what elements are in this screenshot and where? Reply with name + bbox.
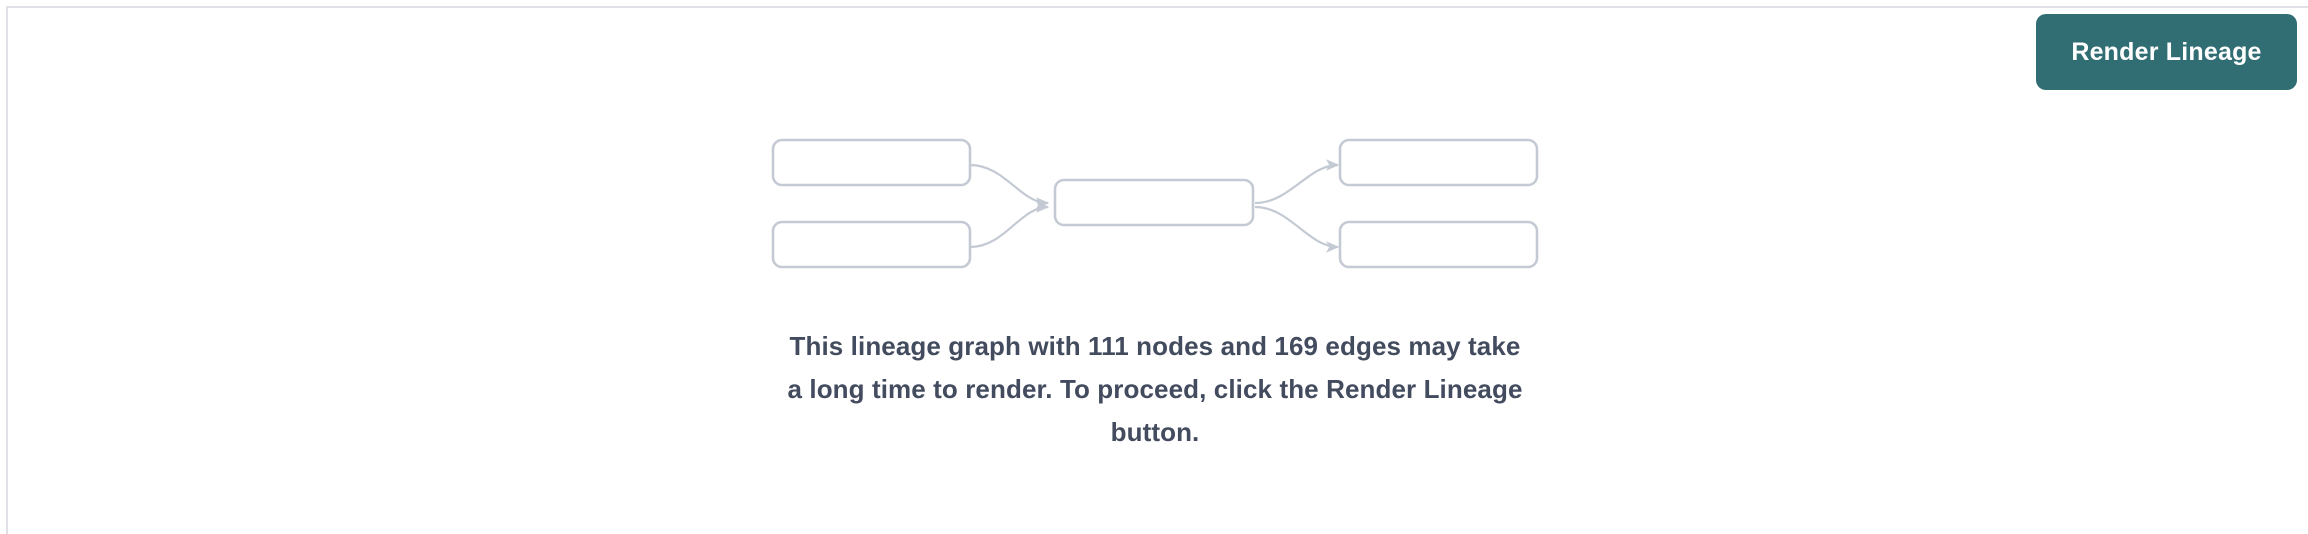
message-line-2: a long time to render. To proceed, click… bbox=[787, 374, 1523, 404]
graph-node-downstream-1 bbox=[1338, 138, 1539, 187]
graph-node-upstream-2 bbox=[771, 220, 972, 269]
message-line-3: button. bbox=[1110, 417, 1200, 447]
graph-node-focus bbox=[1053, 178, 1255, 227]
lineage-graph-illustration bbox=[771, 138, 1539, 269]
edge-focus-to-downstream-1 bbox=[1254, 159, 1340, 205]
render-lineage-button[interactable]: Render Lineage bbox=[2036, 14, 2297, 90]
edge-focus-to-downstream-2 bbox=[1254, 205, 1340, 253]
graph-node-downstream-2 bbox=[1338, 220, 1539, 269]
message-line-1: This lineage graph with 111 nodes and 16… bbox=[789, 331, 1521, 361]
panel-top-divider bbox=[7, 6, 2308, 8]
lineage-warning-message: This lineage graph with 111 nodes and 16… bbox=[760, 325, 1550, 454]
edge-upstream-1-to-focus bbox=[969, 163, 1050, 209]
graph-node-upstream-1 bbox=[771, 138, 972, 187]
panel-left-divider bbox=[6, 6, 8, 534]
edge-upstream-2-to-focus bbox=[969, 201, 1050, 249]
